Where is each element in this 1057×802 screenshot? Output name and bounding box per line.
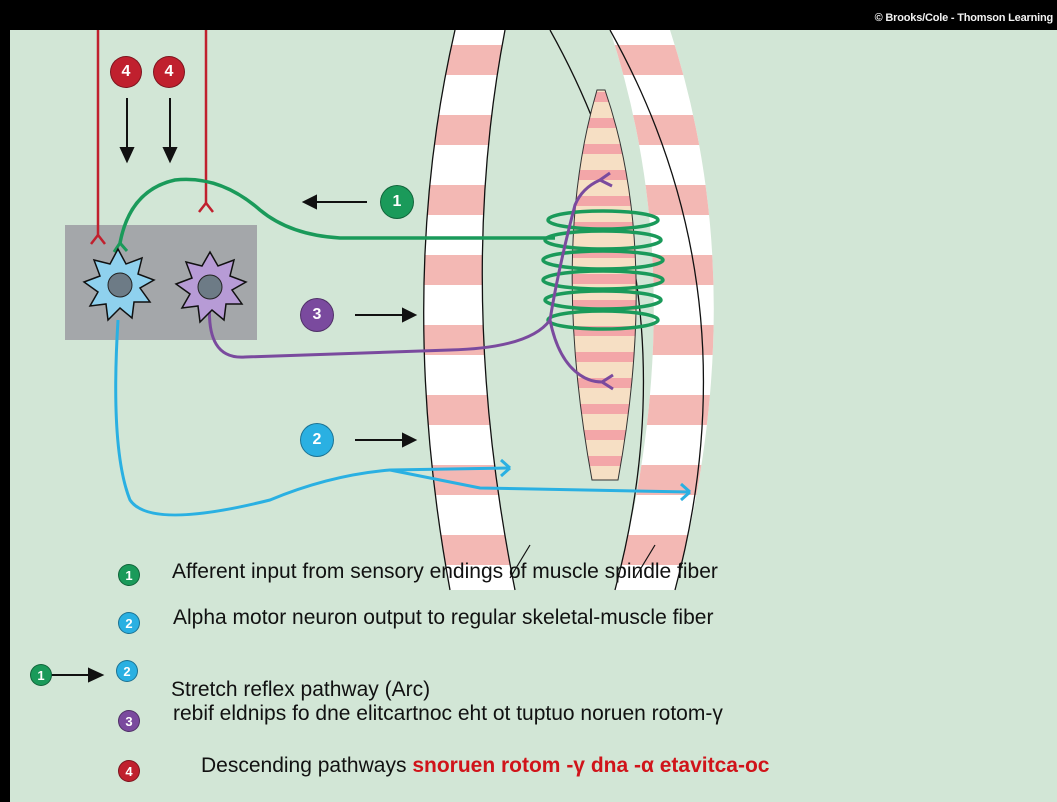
legend-badge-4: 4: [118, 760, 140, 782]
badge-alpha: 2: [300, 423, 334, 457]
badge-afferent: 1: [380, 185, 414, 219]
legend-text-descending-label: Descending pathways: [201, 754, 406, 777]
legend-text-gamma: rebif eldnips fo dne elitcartnoc eht ot …: [173, 702, 723, 726]
extrafusal-muscle-fiber-left: [390, 30, 530, 590]
afferent-sensory-coil: [543, 211, 663, 329]
legend-text-descending: Descending pathways snoruen rotom -γ dna…: [201, 754, 769, 778]
descending-pathways: [91, 30, 213, 244]
legend-badge-2: 2: [118, 612, 140, 634]
legend-text-afferent: Afferent input from sensory endings of m…: [172, 560, 718, 584]
legend-text-descending-emphasis: snoruen rotom -γ dna -α etavitca-oc: [412, 754, 769, 777]
descending-arrows: [121, 98, 176, 161]
badge-gamma: 3: [300, 298, 334, 332]
legend-badge-reflex-2: 2: [116, 660, 138, 682]
afferent-direction-arrow: [304, 196, 367, 208]
gamma-direction-arrow: [355, 309, 415, 321]
legend-badge-3: 3: [118, 710, 140, 732]
badge-descending-1: 4: [110, 56, 142, 88]
legend-reflex-arrow: [50, 669, 102, 681]
legend-text-alpha: Alpha motor neuron output to regular ske…: [173, 606, 713, 630]
legend-badge-reflex-1: 1: [30, 664, 52, 686]
stretch-reflex-diagram: [10, 30, 1057, 802]
alpha-direction-arrow: [355, 434, 415, 446]
copyright-notice: © Brooks/Cole - Thomson Learning: [875, 12, 1053, 24]
legend-text-reflex: Stretch reflex pathway (Arc): [171, 678, 430, 702]
legend-badge-1: 1: [118, 564, 140, 586]
badge-descending-2: 4: [153, 56, 185, 88]
diagram-canvas: 4 4 1 3 2 1 Afferent input from sensory …: [10, 30, 1057, 802]
